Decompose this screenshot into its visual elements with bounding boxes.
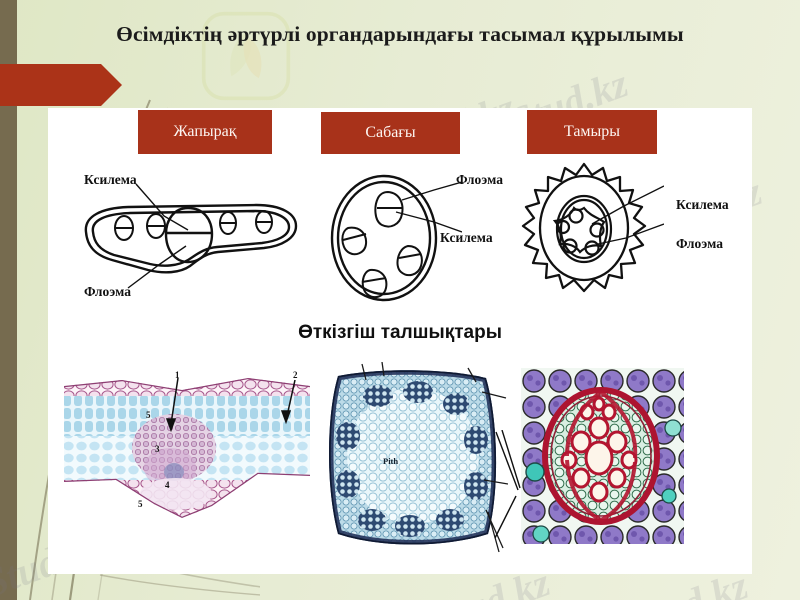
organ-label-leaf[interactable]: Жапырақ — [138, 110, 272, 154]
section-caption: Өткізгіш талшықтары — [298, 322, 502, 343]
stem-xylem-label: Ксилема — [440, 230, 493, 245]
organ-label-root-text: Тамыры — [563, 123, 621, 140]
organ-label-leaf-text: Жапырақ — [173, 123, 237, 140]
micrograph-callout-number: 2 — [293, 370, 298, 380]
stem-pith-label: Pith — [383, 456, 399, 466]
root-xylem-label: Ксилема — [676, 197, 729, 212]
micrograph-callout-number: 5 — [146, 410, 151, 420]
root-cross-section-micrograph — [521, 368, 684, 544]
organ-label-root[interactable]: Тамыры — [527, 110, 657, 154]
stem-phloem-label: Флоэма — [456, 172, 503, 187]
micrograph-callout-number: 3 — [155, 444, 160, 454]
leaf-cross-section-micrograph: 1 2 3 4 5 5 — [62, 368, 312, 523]
stem-cross-section-micrograph — [318, 362, 508, 554]
root-micrograph-pointer-lines — [494, 430, 521, 539]
organ-label-stem-text: Сабағы — [365, 124, 416, 141]
root-phloem-label: Флоэма — [676, 236, 723, 251]
micrograph-callout-number: 4 — [165, 480, 170, 490]
arrow-banner — [0, 64, 122, 106]
root-vascular-bundle-diagram — [521, 162, 664, 293]
micrograph-callout-number: 5 — [138, 499, 143, 509]
stem-vascular-bundle-diagram — [330, 174, 462, 302]
micrograph-callout-number: 1 — [175, 370, 180, 380]
organ-label-stem[interactable]: Сабағы — [321, 112, 460, 154]
page-title: Өсімдіктің әртүрлі органдарындағы тасыма… — [116, 22, 684, 46]
leaf-phloem-label: Флоэма — [84, 284, 131, 299]
leaf-xylem-label: Ксилема — [84, 172, 137, 187]
left-edge-bar — [0, 0, 17, 600]
